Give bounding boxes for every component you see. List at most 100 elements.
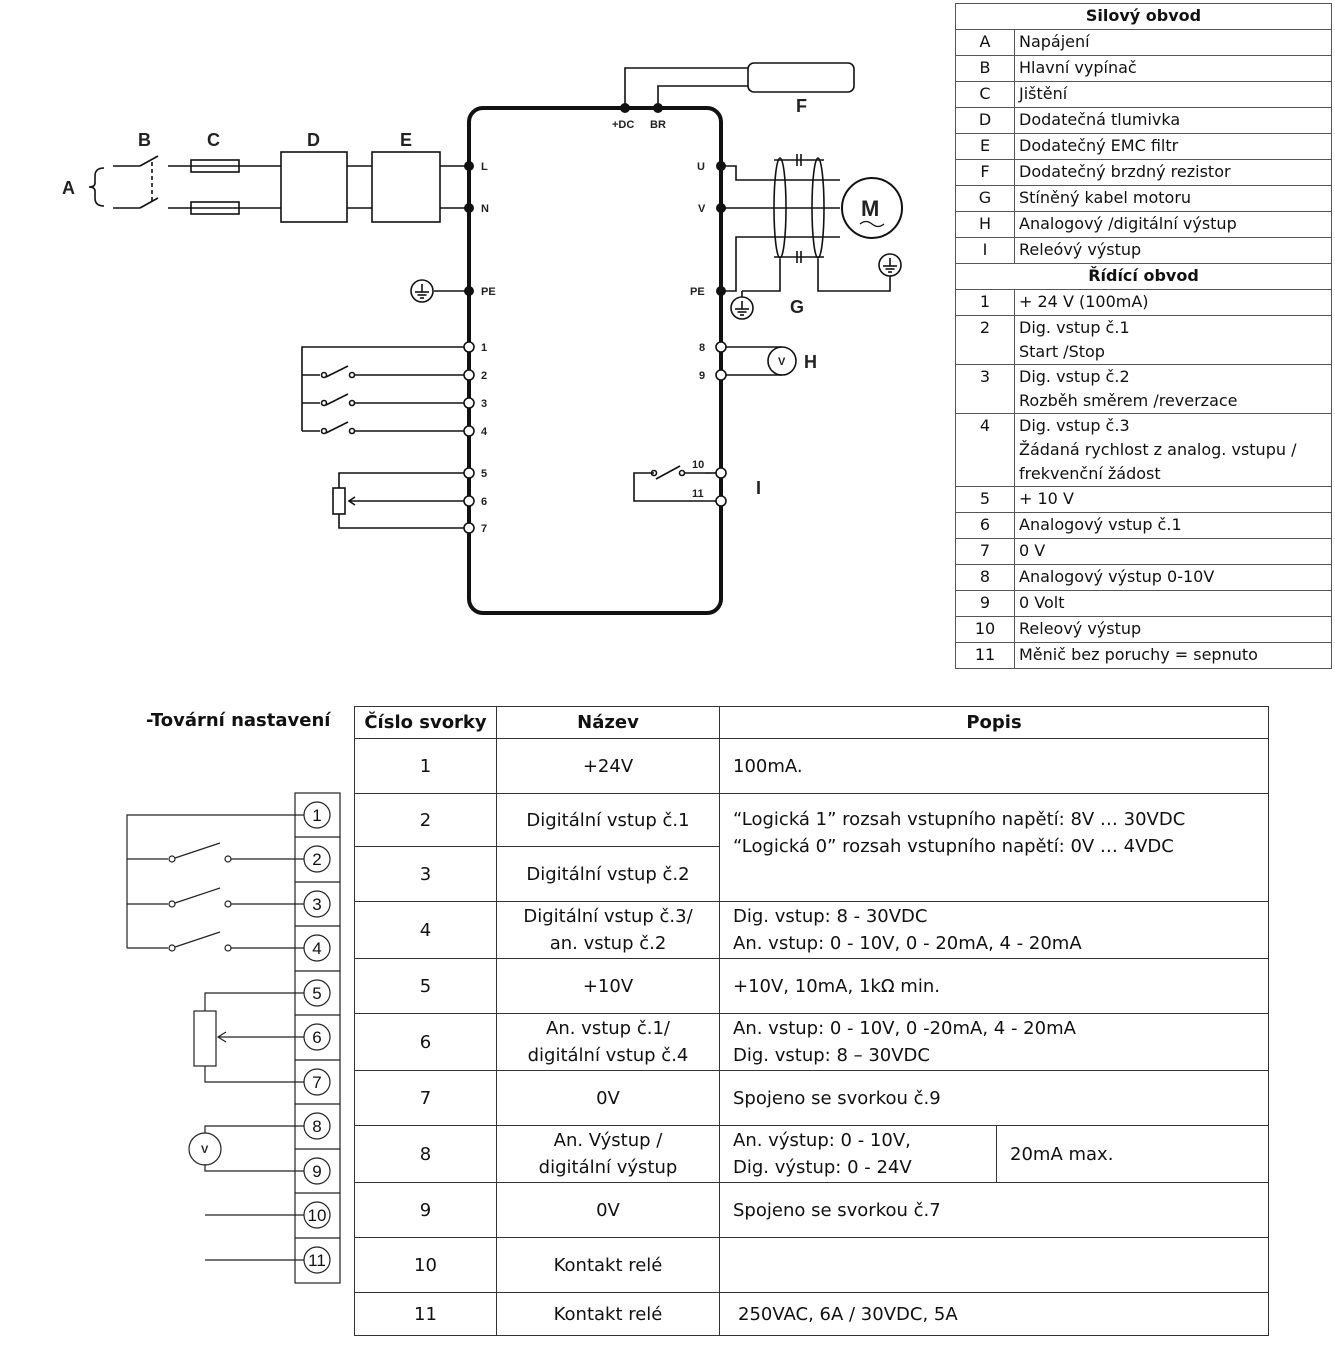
label-c: C [207, 130, 220, 150]
table-cell: Digitální vstup č.3/an. vstup č.2 [496, 901, 720, 959]
diagram-label: N [481, 203, 489, 215]
diagram-label: 7 [481, 523, 487, 535]
diagram-label: 2 [481, 370, 487, 382]
diagram-label: U [697, 161, 705, 173]
table-cell: 5 [354, 958, 497, 1014]
col-header-desc: Popis [719, 706, 1269, 739]
table-cell: 8 [354, 1125, 497, 1183]
label-f: F [796, 96, 807, 116]
diagram-label: BR [650, 119, 666, 131]
table-cell: H [955, 211, 1015, 238]
label-h: H [804, 352, 817, 372]
diagram-label: 10 [308, 1206, 327, 1225]
diagram-label: 1 [481, 342, 487, 354]
diagram-label: 5 [481, 468, 487, 480]
table-cell: 6 [354, 1013, 497, 1071]
table-cell: 9 [955, 590, 1015, 617]
table-cell: +10V, 10mA, 1kΩ min. [719, 958, 1269, 1014]
table-cell: + 24 V (100mA) [1014, 289, 1332, 316]
table-cell: +10V [496, 958, 720, 1014]
meter-h [767, 346, 797, 376]
diagram-label: L [481, 161, 488, 173]
table-row: 5+10V +10V, 10mA, 1kΩ min. [354, 958, 1269, 1014]
table-cell: An. vstup č.1/digitální vstup č.4 [496, 1013, 720, 1071]
diagram-label: 8 [312, 1117, 321, 1136]
table-cell: 2 [955, 315, 1015, 365]
table-cell: Jištění [1014, 81, 1332, 108]
fuse-n [190, 201, 240, 215]
table-cell: 8 [955, 564, 1015, 591]
table-cell: F [955, 159, 1015, 186]
table-cell: 5 [955, 486, 1015, 513]
voltmeter [188, 1132, 222, 1166]
table-cell: Analogový vstup č.1 [1014, 512, 1332, 539]
diagram-label: 10 [692, 459, 704, 471]
table-cell: 1 [955, 289, 1015, 316]
table-cell: Analogový /digitální výstup [1014, 211, 1332, 238]
table-cell: An. Výstup /digitální výstup [496, 1125, 720, 1183]
power-circuit-header: Silový obvod [955, 3, 1332, 30]
table-cell: Digitální vstup č.1 [496, 793, 720, 847]
diagram-label: +DC [612, 119, 634, 131]
terminal-strip [294, 792, 341, 1284]
diagram-label: 6 [481, 496, 487, 508]
table-cell: Digitální vstup č.2 [496, 846, 720, 902]
table-cell: +24V [496, 738, 720, 794]
diagram-label: 11 [308, 1251, 326, 1270]
diagram-label: 5 [312, 984, 321, 1003]
diagram-label: V [698, 203, 706, 215]
table-row: 8 An. Výstup /digitální výstup An. výstu… [354, 1125, 1269, 1183]
table-cell: Hlavní vypínač [1014, 55, 1332, 82]
emc-filter-e [371, 151, 441, 223]
table-cell: I [955, 237, 1015, 264]
diagram-label: 6 [312, 1028, 321, 1047]
table-cell: An. výstup: 0 - 10V,Dig. výstup: 0 - 24V [719, 1125, 997, 1183]
table-cell: G [955, 185, 1015, 212]
diagram-label: 2 [312, 850, 321, 869]
drive-body [467, 106, 723, 615]
table-cell: Spojeno se svorkou č.7 [719, 1182, 1269, 1238]
brake-resistor [747, 62, 855, 93]
table-cell: D [955, 107, 1015, 134]
table-cell: B [955, 55, 1015, 82]
table-row: 4 Digitální vstup č.3/an. vstup č.2 Dig.… [354, 901, 1269, 959]
table-cell: Dodatečný EMC filtr [1014, 133, 1332, 160]
diagram-label: 7 [312, 1073, 321, 1092]
table-cell: 7 [354, 1070, 497, 1126]
table-cell: Dodatečný brzdný rezistor [1014, 159, 1332, 186]
table-cell: 100mA. [719, 738, 1269, 794]
diagram-label: 3 [312, 895, 321, 914]
table-cell: Kontakt relé [496, 1237, 720, 1293]
table-cell: Kontakt relé [496, 1292, 720, 1336]
diagram-label: 4 [481, 426, 488, 438]
meter-symbol: V [778, 356, 786, 368]
table-cell: Dodatečná tlumivka [1014, 107, 1332, 134]
choke-d [280, 151, 348, 223]
table-cell: 0V [496, 1070, 720, 1126]
table-cell: 250VAC, 6A / 30VDC, 5A [719, 1292, 1269, 1336]
table-cell: Měnič bez poruchy = sepnuto [1014, 642, 1332, 669]
diagram-label: PE [690, 286, 705, 298]
table-cell: + 10 V [1014, 486, 1332, 513]
potentiometer [193, 1010, 217, 1067]
motor-label: M [861, 196, 879, 221]
label-g: G [790, 297, 804, 317]
factory-settings-title: -Tovární nastavení [146, 710, 331, 731]
diagram-label: PE [481, 286, 496, 298]
table-cell [719, 1237, 1269, 1293]
table-cell: 4 [955, 413, 1015, 487]
table-cell: 3 [955, 364, 1015, 414]
supply-brace [88, 167, 105, 207]
table-cell: 0V [496, 1182, 720, 1238]
